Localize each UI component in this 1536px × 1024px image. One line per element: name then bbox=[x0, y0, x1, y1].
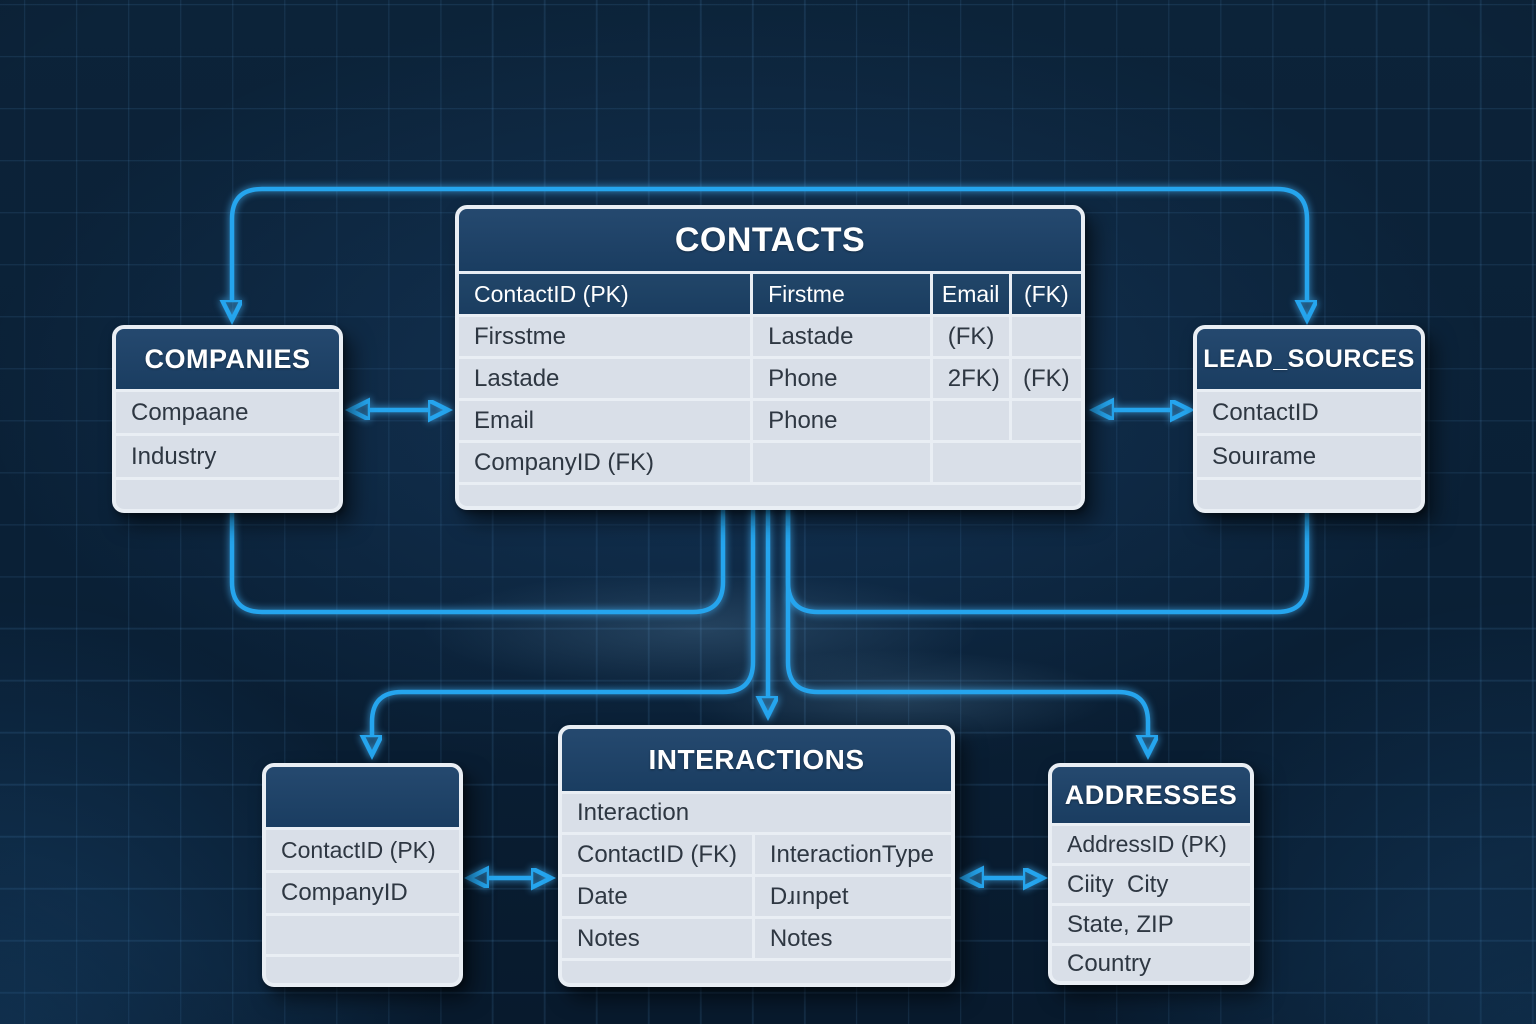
table-cell: Notes bbox=[754, 919, 951, 958]
table-cell bbox=[932, 443, 1081, 482]
table-cell: 2FK) bbox=[932, 359, 1009, 398]
table-row: ContactID (PK) bbox=[266, 830, 459, 870]
table-contacts-rows: ContactID (PK) Firstme Email (FK) Firsst… bbox=[459, 274, 1081, 506]
table-row: Souırame bbox=[1197, 436, 1421, 477]
table-cell bbox=[562, 961, 951, 983]
table-row: CompanyID (FK) bbox=[459, 443, 1081, 482]
table-row bbox=[266, 957, 459, 983]
table-row bbox=[1197, 480, 1421, 509]
table-interactions-rows: Interaction ContactID (FK) InteractionTy… bbox=[562, 794, 951, 983]
table-cell: Email bbox=[932, 274, 1009, 314]
table-addresses-rows: AddressID (PK) Ciity City State, ZIP Cou… bbox=[1052, 826, 1250, 981]
table-unnamed: ContactID (PK) CompanyID bbox=[262, 763, 463, 987]
table-row: Email Phone bbox=[459, 401, 1081, 440]
table-cell bbox=[459, 485, 1081, 506]
table-column-header-row: ContactID (PK) Firstme Email (FK) bbox=[459, 274, 1081, 314]
table-cell: Industry bbox=[116, 436, 339, 477]
table-lead-sources-rows: ContactID Souırame bbox=[1197, 392, 1421, 509]
table-cell: Ciity City bbox=[1052, 866, 1250, 903]
table-cell: Phone bbox=[753, 401, 930, 440]
table-cell bbox=[266, 916, 459, 954]
table-companies-rows: Compaane Industry bbox=[116, 392, 339, 509]
table-cell: Phone bbox=[753, 359, 930, 398]
table-cell: State, ZIP bbox=[1052, 906, 1250, 943]
table-cell: (FK) bbox=[1011, 359, 1081, 398]
connector-contacts-to-addresses bbox=[785, 508, 1148, 737]
table-row: Interaction bbox=[562, 794, 951, 832]
table-cell: Email bbox=[459, 401, 751, 440]
table-cell: CompanyID (FK) bbox=[459, 443, 751, 482]
table-cell: Firstme bbox=[753, 274, 930, 314]
table-interactions-title: INTERACTIONS bbox=[562, 729, 951, 791]
connector-contacts-to-leftchild bbox=[372, 508, 756, 737]
table-row: State, ZIP bbox=[1052, 906, 1250, 943]
table-cell: Lastade bbox=[753, 317, 930, 356]
table-lead-sources-title: LEAD_SOURCES bbox=[1197, 329, 1421, 389]
table-cell: Country bbox=[1052, 946, 1250, 981]
table-row: Date Dɹınpet bbox=[562, 877, 951, 916]
table-cell bbox=[266, 957, 459, 983]
table-cell bbox=[1011, 317, 1081, 356]
table-row: ContactID bbox=[1197, 392, 1421, 433]
table-row: CompanyID bbox=[266, 873, 459, 913]
connector-leadsources-contacts-bottom-u bbox=[785, 505, 1310, 615]
table-cell: ContactID (PK) bbox=[266, 830, 459, 870]
table-cell bbox=[116, 480, 339, 509]
table-unnamed-rows: ContactID (PK) CompanyID bbox=[266, 830, 459, 983]
table-companies-title: COMPANIES bbox=[116, 329, 339, 389]
table-cell: ContactID (PK) bbox=[459, 274, 751, 314]
table-cell: Dɹınpet bbox=[754, 877, 951, 916]
table-cell bbox=[932, 401, 1009, 440]
table-cell: Souırame bbox=[1197, 436, 1421, 477]
table-row bbox=[116, 480, 339, 509]
table-row: Notes Notes bbox=[562, 919, 951, 958]
connector-companies-contacts-bottom-u bbox=[229, 505, 726, 615]
table-row: AddressID (PK) bbox=[1052, 826, 1250, 863]
table-cell bbox=[1011, 401, 1081, 440]
table-lead-sources: LEAD_SOURCES ContactID Souırame bbox=[1193, 325, 1425, 513]
table-cell: Firsstme bbox=[459, 317, 751, 356]
table-row: ContactID (FK) InteractionType bbox=[562, 835, 951, 874]
table-row bbox=[459, 485, 1081, 506]
table-cell: (FK) bbox=[932, 317, 1009, 356]
table-cell: AddressID (PK) bbox=[1052, 826, 1250, 863]
table-cell: Compaane bbox=[116, 392, 339, 433]
table-interactions: INTERACTIONS Interaction ContactID (FK) … bbox=[558, 725, 955, 987]
table-row: Country bbox=[1052, 946, 1250, 981]
table-row: Ciity City bbox=[1052, 866, 1250, 903]
table-cell: ContactID bbox=[1197, 392, 1421, 433]
table-cell: Notes bbox=[562, 919, 752, 958]
table-addresses-title: ADDRESSES bbox=[1052, 767, 1250, 823]
table-cell: InteractionType bbox=[754, 835, 951, 874]
table-unnamed-title bbox=[266, 767, 459, 827]
table-row: Firsstme Lastade (FK) bbox=[459, 317, 1081, 356]
table-contacts-title: CONTACTS bbox=[459, 209, 1081, 271]
table-contacts: CONTACTS ContactID (PK) Firstme Email (F… bbox=[455, 205, 1085, 510]
table-row bbox=[266, 916, 459, 954]
table-row: Compaane bbox=[116, 392, 339, 433]
table-cell: (FK) bbox=[1011, 274, 1081, 314]
table-cell: Lastade bbox=[459, 359, 751, 398]
table-cell: Interaction bbox=[562, 794, 951, 832]
table-cell: ContactID (FK) bbox=[562, 835, 752, 874]
table-addresses: ADDRESSES AddressID (PK) Ciity City Stat… bbox=[1048, 763, 1254, 985]
table-row: Lastade Phone 2FK) (FK) bbox=[459, 359, 1081, 398]
table-cell bbox=[1197, 480, 1421, 509]
table-row: Industry bbox=[116, 436, 339, 477]
table-companies: COMPANIES Compaane Industry bbox=[112, 325, 343, 513]
table-cell bbox=[753, 443, 930, 482]
table-row bbox=[562, 961, 951, 983]
table-cell: CompanyID bbox=[266, 873, 459, 913]
table-cell: Date bbox=[562, 877, 752, 916]
